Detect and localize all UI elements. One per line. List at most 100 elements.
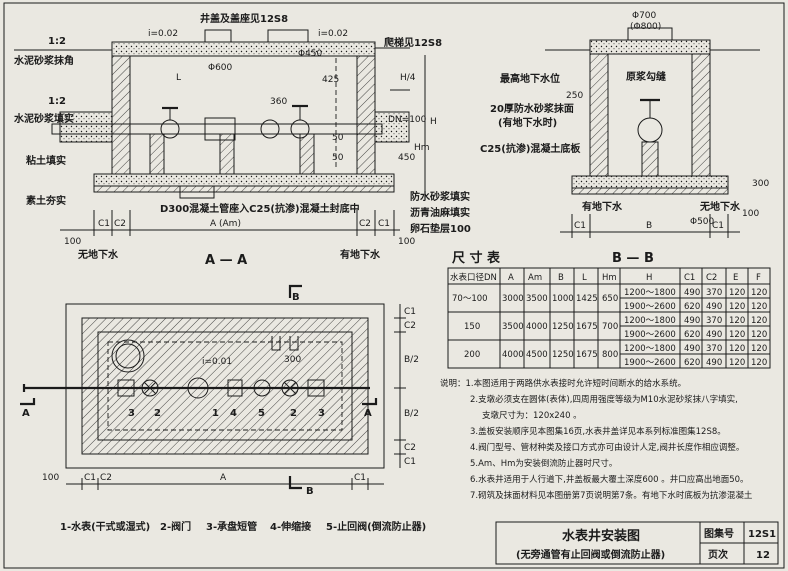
plan-dim-B2a: B/2 <box>404 355 419 365</box>
cover-slab <box>111 41 376 57</box>
bb-top-gw: 最高地下水位 <box>500 72 560 85</box>
dim-C2b: C2 <box>359 219 371 229</box>
bb-phi700: Φ700 <box>632 11 657 21</box>
table-row-1-B: 1000 <box>552 294 574 304</box>
th-C2: C2 <box>706 273 717 283</box>
table-row-2a-E: 120 <box>729 316 745 326</box>
dim-450: 450 <box>398 153 415 163</box>
size-table: 尺 寸 表 水表口径DN A Am B L Hm H C1 C2 E F 70～… <box>447 250 771 369</box>
bb-support <box>641 141 659 177</box>
table-row-3b-C1: 620 <box>684 358 700 368</box>
th-E: E <box>733 273 738 283</box>
d300-sump <box>179 185 215 199</box>
bb-no-gw: 无地下水 <box>699 200 741 213</box>
table-row-3-Am: 4500 <box>526 350 548 360</box>
section-aa: 井盖及盖座见12S8 i=0.02 i=0.02 爬梯见12S8 1:2 水泥砂… <box>13 12 471 268</box>
table-row-1b-C1: 620 <box>684 302 700 312</box>
bb-dim-B: B <box>646 221 652 231</box>
label-pipe-note: D300混凝土管座入C25(抗渗)混凝土封底中 <box>160 202 360 215</box>
plan-arrow-a-left <box>20 398 36 406</box>
plan-arrow-b-top <box>288 284 302 298</box>
plan-dim-C2b: C2 <box>404 443 416 453</box>
support-3 <box>299 133 315 175</box>
plan-number-3b: 3 <box>318 408 325 419</box>
plan-section-b-bottom: B <box>306 486 314 497</box>
dim-360: 360 <box>270 97 287 107</box>
page-value: 12 <box>756 550 770 561</box>
table-row-1-Am: 3500 <box>526 294 548 304</box>
table-row-1-dn: 70～100 <box>452 294 488 304</box>
bb-plaster: 20厚防水砂浆抹面 <box>490 102 574 115</box>
base-slab <box>93 173 395 187</box>
table-row-1-A: 3000 <box>502 294 524 304</box>
sheet-border <box>3 2 785 569</box>
cover-frame-right <box>267 29 309 43</box>
plan-arrow-a-right <box>362 398 378 406</box>
plan-check-5 <box>253 379 271 397</box>
plan-number-4: 4 <box>230 408 237 419</box>
plan-inner <box>97 331 353 441</box>
table-row-2b-F: 120 <box>751 330 767 340</box>
th-Am: Am <box>528 273 542 283</box>
table-row-3b-H: 1900～2600 <box>624 358 676 368</box>
plan-dim-300: 300 <box>284 355 301 365</box>
note-1: 说明：1.本图适用于两路供水表接时允许短时间断水的给水系统。 <box>440 378 686 389</box>
table-row-2a-C2: 370 <box>706 316 722 326</box>
plan-section-a-left: A <box>22 408 30 419</box>
plan-dim-C1: C1 <box>404 307 416 317</box>
section-bb: Φ700 (Φ800) 最高地下水位 原浆勾缝 20厚防水砂浆抹面 (有地下水时… <box>480 11 769 266</box>
label-has-gw: 有地下水 <box>340 248 381 261</box>
table-row-3b-C2: 490 <box>706 358 722 368</box>
plan-joint-4 <box>227 379 243 397</box>
note-4: 4.阀门型号、管材种类及接口方式亦可由设计人定,阀井长度作相应调整。 <box>470 442 744 453</box>
note-3: 3.盖板安装顺序见本图集16页,水表井盖详见本系列标准图集12S8。 <box>470 426 726 437</box>
bb-gravel <box>571 187 729 195</box>
th-dn: 水表口径DN <box>450 272 497 283</box>
dim-H4: H/4 <box>400 73 416 83</box>
th-B: B <box>558 273 564 283</box>
table-row-2-dn: 150 <box>464 322 480 332</box>
plan-wall <box>81 317 369 455</box>
plan-arrow-b-bottom <box>288 476 302 490</box>
plan-section-a-right: A <box>364 408 372 419</box>
dim-50a: 50 <box>332 133 344 143</box>
table-row-3-B: 1250 <box>552 350 574 360</box>
label-mortar-corner-ratio: 1:2 <box>48 36 66 47</box>
table-row-2b-E: 120 <box>729 330 745 340</box>
table-row-2b-C2: 490 <box>706 330 722 340</box>
table-row-1b-E: 120 <box>729 302 745 312</box>
title-block: 水表井安装图 (无旁通管有止回阀或倒流防止器) 图集号 12S1 页次 12 <box>495 521 779 565</box>
label-mortar-corner: 水泥砂浆抹角 <box>13 54 74 67</box>
bb-dim-300: 300 <box>752 179 769 189</box>
plan-valve-2 <box>141 379 159 397</box>
plan-dim-C2: C2 <box>404 321 416 331</box>
legend: 1-水表(干式或湿式) 2-阀门 3-承盘短管 4-伸缩接 5-止回阀(倒流防止… <box>60 520 426 533</box>
label-asphalt: 沥青油麻填实 <box>410 206 470 219</box>
legend-item-5: 5-止回阀(倒流防止器) <box>326 520 426 533</box>
table-row-1b-H: 1900～2600 <box>624 302 676 312</box>
wall-right <box>356 55 376 175</box>
table-row-1a-E: 120 <box>729 288 745 298</box>
th-L: L <box>582 273 587 283</box>
notes: 说明：1.本图适用于两路供水表接时允许短时间断水的给水系统。 2.支墩必须支在圆… <box>440 378 753 501</box>
table-row-2-Hm: 700 <box>602 322 618 332</box>
table-row-3-Hm: 800 <box>602 350 618 360</box>
note-2: 2.支墩必须支在圆体(表体),四周用强度等级为M10水泥砂浆抹八字填实, <box>470 394 738 405</box>
dim-H: H <box>430 117 437 127</box>
dim-100a: 100 <box>64 237 81 247</box>
th-F: F <box>756 273 761 283</box>
label-ladder: 爬梯见12S8 <box>383 36 442 49</box>
table-row-1-L: 1425 <box>576 294 598 304</box>
plan-view: A A B B i=0.01 300 C1 C2 B/2 B/2 C2 C1 C… <box>20 284 419 497</box>
bb-pipe-section <box>637 117 663 143</box>
table-row-1b-F: 120 <box>751 302 767 312</box>
table-row-2-B: 1250 <box>552 322 574 332</box>
plan-manhole-inner <box>115 343 141 369</box>
section-bb-title: B — B <box>612 251 654 266</box>
table-row-3a-C2: 370 <box>706 344 722 354</box>
plan-dim-C1c: C1 <box>84 473 96 483</box>
bb-mortar-seam: 原浆勾缝 <box>626 70 666 83</box>
th-A: A <box>508 273 514 283</box>
